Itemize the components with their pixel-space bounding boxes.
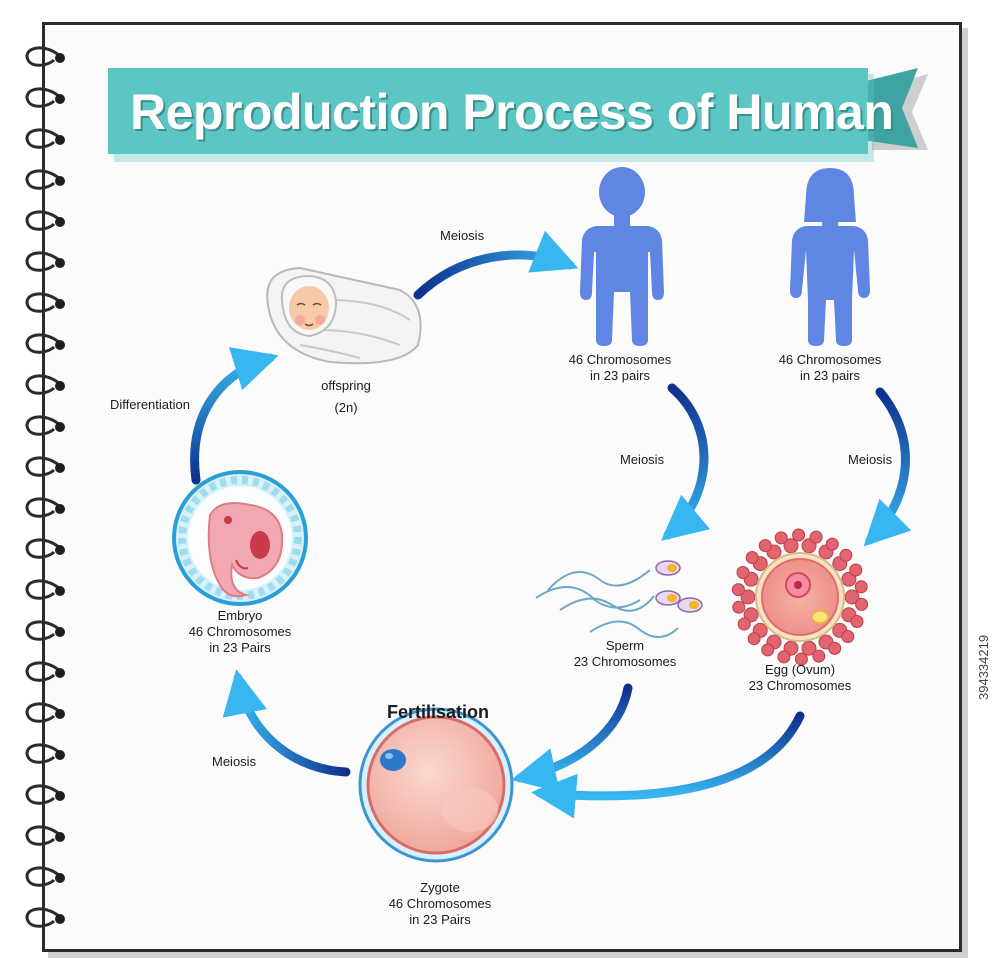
spiral-ring xyxy=(25,46,65,67)
egg-name: Egg (Ovum) xyxy=(764,662,836,677)
spiral-ring xyxy=(25,661,65,682)
female-pairs: in 23 pairs xyxy=(800,368,860,383)
label-sperm: Sperm 23 Chromosomes xyxy=(560,638,690,670)
spiral-ring xyxy=(25,333,65,354)
sperm-icon xyxy=(535,560,703,638)
egg-chromosomes: 23 Chromosomes xyxy=(748,678,852,693)
embryo-pairs: in 23 Pairs xyxy=(209,640,271,655)
arrow-differentiation xyxy=(190,347,279,485)
zygote-name: Zygote xyxy=(420,880,460,895)
zygote-pairs: in 23 Pairs xyxy=(409,912,471,927)
label-differentiation: Differentiation xyxy=(110,397,190,412)
follicle-cell xyxy=(794,652,808,666)
follicle-cell xyxy=(809,530,823,544)
female-chromosomes: 46 Chromosomes xyxy=(778,352,882,367)
egg-icon xyxy=(731,528,869,666)
spiral-ring xyxy=(25,251,65,272)
embryo-chromosomes: 46 Chromosomes xyxy=(188,624,292,639)
label-egg: Egg (Ovum) 23 Chromosomes xyxy=(735,662,865,694)
spiral-ring xyxy=(25,415,65,436)
follicle-cell xyxy=(774,531,788,545)
baby-icon xyxy=(266,266,422,365)
spiral-ring xyxy=(25,87,65,108)
spiral-ring xyxy=(25,866,65,887)
spiral-ring xyxy=(25,497,65,518)
label-meiosis-male: Meiosis xyxy=(620,452,665,467)
spiral-ring xyxy=(25,784,65,805)
sperm-name: Sperm xyxy=(605,638,645,653)
arrow-meiosis-top xyxy=(413,230,579,300)
follicle-cell xyxy=(761,643,775,657)
male-pairs: in 23 pairs xyxy=(590,368,650,383)
arrow-sperm-to-zygote xyxy=(511,683,633,793)
follicle-cell xyxy=(777,650,791,664)
follicle-cell xyxy=(801,640,817,656)
label-male: 46 Chromosomes in 23 pairs xyxy=(555,352,685,384)
embryo-name: Embryo xyxy=(217,608,263,623)
follicle-cell xyxy=(737,617,751,631)
watermark-id: 394334219 xyxy=(976,634,991,700)
offspring-ploidy: (2n) xyxy=(334,400,358,415)
follicle-cell xyxy=(854,580,868,594)
page-title: Reproduction Process of Human xyxy=(130,84,894,140)
spiral-ring xyxy=(25,456,65,477)
embryo-icon xyxy=(172,470,308,606)
spiral-ring xyxy=(25,374,65,395)
spiral-ring xyxy=(25,169,65,190)
follicle-cell xyxy=(758,539,772,553)
zygote-chromosomes: 46 Chromosomes xyxy=(388,896,492,911)
zygote-icon xyxy=(358,707,514,863)
spiral-ring xyxy=(25,620,65,641)
follicle-cell xyxy=(731,583,745,597)
spiral-ring xyxy=(25,210,65,231)
follicle-cell xyxy=(839,548,853,562)
follicle-cell xyxy=(841,571,857,587)
label-offspring: offspring (2n) xyxy=(296,378,396,416)
follicle-cell xyxy=(841,630,855,643)
spiral-ring xyxy=(25,907,65,928)
label-meiosis-top: Meiosis xyxy=(440,228,485,243)
title-ribbon xyxy=(108,68,928,162)
follicle-cell xyxy=(812,649,826,663)
follicle-cell xyxy=(849,563,863,577)
arrow-egg-to-zygote xyxy=(531,711,805,819)
label-embryo: Embryo 46 Chromosomes in 23 Pairs xyxy=(175,608,305,656)
arrow-meiosis-female xyxy=(863,387,912,547)
label-meiosis-left: Meiosis xyxy=(212,754,257,769)
arrow-meiosis-male xyxy=(661,383,711,541)
label-meiosis-female: Meiosis xyxy=(848,452,893,467)
female-silhouette-icon xyxy=(790,168,870,346)
follicle-cell xyxy=(745,551,759,564)
spiral-ring xyxy=(25,825,65,846)
male-chromosomes: 46 Chromosomes xyxy=(568,352,672,367)
cycle-arrows xyxy=(190,230,912,819)
spiral-ring xyxy=(25,702,65,723)
follicle-cell xyxy=(855,597,869,611)
follicle-cell xyxy=(732,600,746,614)
male-silhouette-icon xyxy=(580,167,664,346)
follicle-cell xyxy=(825,537,839,551)
follicle-cell xyxy=(850,615,864,628)
follicle-cell xyxy=(736,566,750,579)
spiral-ring xyxy=(25,538,65,559)
spiral-ring xyxy=(25,743,65,764)
follicle-cell xyxy=(828,641,842,655)
spiral-binding xyxy=(25,46,65,928)
spiral-ring xyxy=(25,579,65,600)
spiral-ring xyxy=(25,128,65,149)
follicle-cell xyxy=(792,528,806,542)
label-fertilisation: Fertilisation xyxy=(387,702,490,722)
follicle-cell xyxy=(747,632,761,646)
spiral-ring xyxy=(25,292,65,313)
label-zygote: Zygote 46 Chromosomes in 23 Pairs xyxy=(375,880,505,928)
arrow-meiosis-left xyxy=(222,669,351,777)
offspring-name: offspring xyxy=(321,378,371,393)
label-female: 46 Chromosomes in 23 pairs xyxy=(765,352,895,384)
sperm-chromosomes: 23 Chromosomes xyxy=(573,654,677,669)
follicle-cell xyxy=(743,607,759,623)
follicle-cell xyxy=(783,538,799,554)
